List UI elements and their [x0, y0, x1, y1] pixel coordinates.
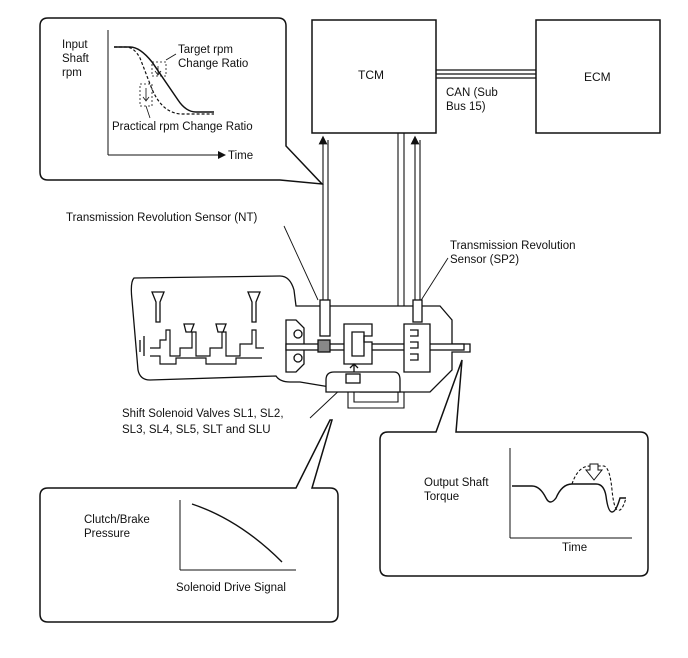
torque-xlabel: Time: [562, 542, 588, 554]
can-bus: [436, 69, 536, 79]
nt-leader: [283, 225, 319, 301]
practical-rpm-label: Practical rpm Change Ratio: [112, 121, 253, 133]
nt-sensor-label: Transmission Revolution Sensor (NT): [66, 212, 258, 224]
rpm-xlabel: Time: [228, 150, 254, 162]
pressure-callout: [39, 419, 339, 623]
rpm-ylabel-line2: Shaft: [62, 53, 89, 65]
tcm-box: [311, 19, 437, 134]
solenoid-label-line2: SL3, SL4, SL5, SLT and SLU: [122, 424, 271, 436]
ecm-box: [535, 19, 661, 134]
torque-ylabel-line1: Output Shaft: [424, 477, 489, 489]
pressure-ylabel-line2: Pressure: [84, 528, 131, 540]
sp2-sensor-label-line1: Transmission Revolution: [450, 240, 576, 252]
can-label-line2: Bus 15): [446, 101, 486, 113]
rpm-callout: [39, 17, 324, 185]
sp2-leader: [419, 257, 449, 303]
ecm-label: ECM: [584, 70, 611, 84]
pressure-ylabel-line1: Clutch/Brake: [84, 514, 150, 526]
rpm-ylabel-line1: Input: [62, 39, 88, 51]
target-rpm-line2: Change Ratio: [178, 58, 249, 70]
torque-callout: [379, 359, 649, 577]
transmission-body: [130, 275, 471, 393]
sp2-sensor-label-line2: Sensor (SP2): [450, 254, 520, 266]
solenoid-label-line1: Shift Solenoid Valves SL1, SL2,: [122, 408, 284, 420]
can-label-line1: CAN (Sub: [446, 87, 498, 99]
tcm-label: TCM: [358, 68, 384, 82]
torque-ylabel-line2: Torque: [424, 491, 460, 503]
pressure-xlabel: Solenoid Drive Signal: [176, 582, 286, 594]
target-rpm-line1: Target rpm: [178, 44, 233, 56]
rpm-ylabel-line3: rpm: [62, 67, 82, 79]
